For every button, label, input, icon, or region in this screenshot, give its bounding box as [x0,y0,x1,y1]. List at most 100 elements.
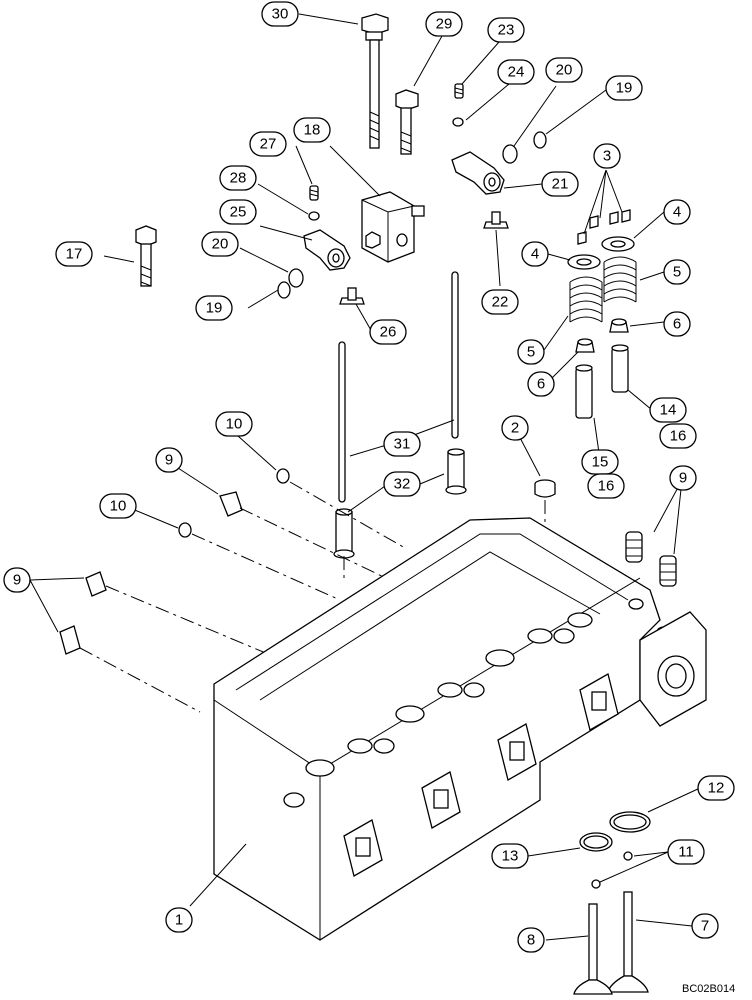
svg-text:31: 31 [394,436,411,453]
reference-code: BC02B014 [682,983,735,995]
callout-29[interactable]: 29 [425,11,463,37]
callout-16-left[interactable]: 16 [587,473,625,499]
intake-valve-part [573,903,613,995]
svg-text:14: 14 [660,402,677,419]
svg-text:9: 9 [679,470,687,487]
rocker-shaft-support-part [361,191,425,263]
callout-5-left[interactable]: 5 [517,339,545,365]
valve-spring-right-part [603,256,637,303]
callout-10-lower[interactable]: 10 [99,493,137,519]
cylinder-head-part [213,517,707,941]
callout-10-upper[interactable]: 10 [215,411,253,437]
callout-4-right[interactable]: 4 [663,199,691,225]
callout-9-right[interactable]: 9 [669,465,697,491]
callout-19-right[interactable]: 19 [605,75,643,101]
svg-text:28: 28 [230,170,247,187]
svg-text:12: 12 [708,780,725,797]
callout-3[interactable]: 3 [593,143,621,169]
svg-text:27: 27 [260,136,277,153]
callout-9-lower[interactable]: 9 [3,567,31,593]
push-rod-right-part [451,271,459,439]
callout-5-right[interactable]: 5 [663,259,691,285]
plug-9-upper-part [219,491,243,517]
svg-text:4: 4 [531,246,539,263]
callout-24[interactable]: 24 [497,59,535,85]
callout-17[interactable]: 17 [55,241,93,267]
callout-6-left[interactable]: 6 [527,371,555,397]
retaining-ring-left-part [277,281,291,299]
valve-seat-ring-13-part [579,832,613,852]
plug-9-right-b-part [659,555,677,587]
callout-28[interactable]: 28 [219,165,257,191]
callout-1[interactable]: 1 [165,907,193,933]
callout-26[interactable]: 26 [369,319,407,345]
svg-text:17: 17 [66,246,83,263]
adjusting-nut-left-part [308,211,320,221]
svg-text:16: 16 [598,478,615,495]
callout-31[interactable]: 31 [383,431,421,457]
svg-text:9: 9 [13,572,21,589]
callout-19-left[interactable]: 19 [195,295,233,321]
svg-text:13: 13 [502,848,519,865]
valve-bridge-left-part [339,287,365,305]
svg-text:29: 29 [436,16,453,33]
callout-15[interactable]: 15 [581,449,619,475]
svg-text:5: 5 [673,264,681,281]
valve-keepers-part [577,209,631,245]
svg-text:1: 1 [175,912,183,929]
svg-text:7: 7 [701,918,709,935]
plug-9-lower-a-part [85,571,107,597]
svg-text:16: 16 [670,428,687,445]
callout-21[interactable]: 21 [541,171,579,197]
adjusting-screw-left-part [309,185,319,201]
callout-30[interactable]: 30 [261,1,299,27]
svg-text:19: 19 [206,300,223,317]
tappet-right-part [445,448,467,495]
callout-9-upper[interactable]: 9 [155,447,183,473]
ball-11-lower-part [591,879,601,889]
callout-7[interactable]: 7 [691,913,719,939]
svg-text:22: 22 [492,294,509,311]
callout-27[interactable]: 27 [249,131,287,157]
plug-9-lower-b-part [59,625,81,655]
plug-9-right-a-part [625,531,643,563]
callout-11[interactable]: 11 [667,839,705,865]
svg-text:30: 30 [272,6,289,23]
valve-seal-right-part [609,318,629,333]
thrust-washer-left-part [288,268,304,288]
svg-text:6: 6 [537,376,545,393]
svg-text:21: 21 [552,176,569,193]
callout-6-right[interactable]: 6 [663,311,691,337]
callout-8[interactable]: 8 [517,927,545,953]
svg-text:32: 32 [394,476,411,493]
svg-text:5: 5 [527,344,535,361]
valve-spring-left-part [569,276,603,323]
callout-25[interactable]: 25 [219,199,257,225]
callout-14[interactable]: 14 [649,397,687,423]
support-bolt-part [135,225,157,287]
svg-text:6: 6 [673,316,681,333]
valve-seat-ring-12-part [609,811,651,833]
callout-20-right[interactable]: 20 [545,57,583,83]
tappet-left-part [333,508,355,559]
callout-23[interactable]: 23 [487,17,525,43]
callout-4-left[interactable]: 4 [521,241,549,267]
svg-text:4: 4 [673,204,681,221]
callout-13[interactable]: 13 [491,843,529,869]
short-bolt-part [395,89,419,155]
callout-20-left[interactable]: 20 [201,231,239,257]
callout-12[interactable]: 12 [697,775,735,801]
callout-22[interactable]: 22 [481,289,519,315]
callout-2[interactable]: 2 [501,415,529,441]
svg-text:25: 25 [230,204,247,221]
callout-16-right[interactable]: 16 [659,423,697,449]
svg-text:18: 18 [304,122,321,139]
svg-text:24: 24 [508,64,525,81]
callout-18[interactable]: 18 [293,117,331,143]
valve-bridge-right-part [483,211,509,229]
leader-lines [29,13,701,941]
svg-text:20: 20 [556,62,573,79]
retaining-ring-right-part [533,131,547,149]
svg-text:19: 19 [616,80,633,97]
callout-32[interactable]: 32 [383,471,421,497]
